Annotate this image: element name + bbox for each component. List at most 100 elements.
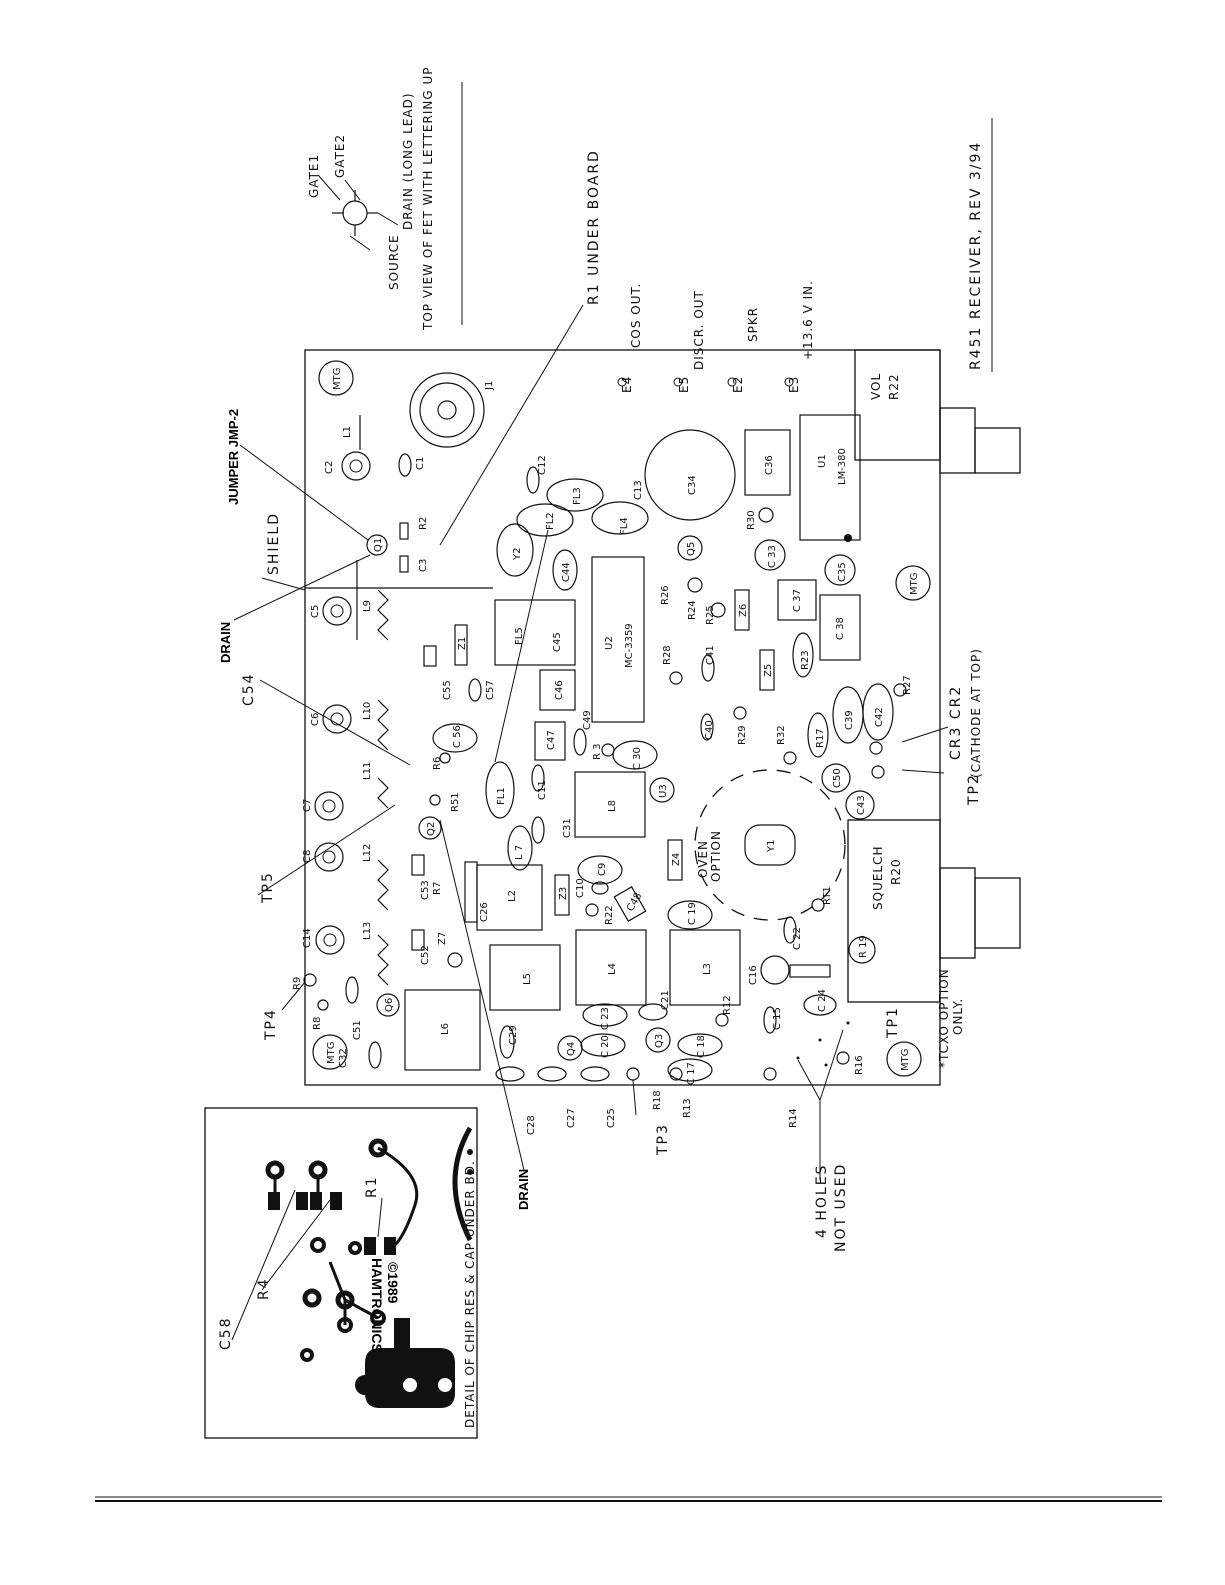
callout-tp1: TP1 xyxy=(885,1006,901,1039)
r7-label: R7 xyxy=(432,882,443,895)
detail-r4: R4 xyxy=(256,1277,272,1300)
c2-label: C2 xyxy=(324,461,335,474)
vol-label: VOL xyxy=(869,373,883,400)
c9-label: C9 xyxy=(597,863,608,876)
front-end-parts: C1 Q1 R2 C3 Z1 C55 C57 C 56 R6 R51 Q2 C5… xyxy=(292,453,496,1069)
fet-pin-gate1: GATE1 xyxy=(307,154,321,198)
q6-label: Q6 xyxy=(384,998,395,1012)
c34-label: C34 xyxy=(687,475,698,495)
terminal-labels: COS OUT. DISCR. OUT SPKR +13.6 V IN. E4 … xyxy=(617,280,815,393)
r16-label: R16 xyxy=(854,1055,865,1075)
r29-label: R29 xyxy=(737,725,748,745)
l13-label: L13 xyxy=(362,922,373,940)
c24-label: C 24 xyxy=(817,989,828,1012)
fet-pin-gate2: GATE2 xyxy=(333,134,347,178)
c23-label: C 23 xyxy=(600,1007,611,1030)
callout-jumper: JUMPER JMP-2 xyxy=(226,409,241,505)
l9-label: L9 xyxy=(362,600,373,612)
l6-label: L6 xyxy=(440,1023,451,1035)
option-label: OPTION xyxy=(709,830,723,882)
c35-label: C35 xyxy=(837,562,848,582)
fet-pinout: GATE1 GATE2 SOURCE DRAIN (LONG LEAD) TOP… xyxy=(307,67,463,331)
c40-label: C40 xyxy=(704,720,715,740)
diagram-title: R451 RECEIVER, REV 3/94 xyxy=(968,141,984,370)
callout-r1-under: R1 UNDER BOARD xyxy=(586,149,602,305)
zener-parts: Z3 Z4 Z5 Z6 xyxy=(554,589,775,916)
fl2-label: FL2 xyxy=(545,512,556,530)
r12-label: R12 xyxy=(722,995,733,1015)
c53-label: C53 xyxy=(420,880,431,900)
fet-note: TOP VIEW OF FET WITH LETTERING UP xyxy=(421,67,435,331)
c45-label: C45 xyxy=(552,632,563,652)
rt1-label: RT1 xyxy=(822,886,833,905)
squelch-control: SQUELCH R20 R 19 xyxy=(848,845,903,964)
terminal-pad-e3: E3 xyxy=(787,376,801,393)
callout-c54: C54 xyxy=(241,672,257,706)
q2-label: Q2 xyxy=(426,822,437,836)
fet-pin-drain: DRAIN (LONG LEAD) xyxy=(401,92,415,230)
c29-label: C29 xyxy=(508,1025,519,1045)
r17-label: R17 xyxy=(815,728,826,748)
c42-label: C42 xyxy=(874,707,885,727)
mounting-holes: MTG MTG MTG MTG xyxy=(312,360,931,1077)
mtg-label: MTG xyxy=(332,368,343,391)
r3-label: R 3 xyxy=(592,744,603,761)
c46-label: C46 xyxy=(554,680,565,700)
c37-label: C 37 xyxy=(792,589,803,612)
c41-label: C41 xyxy=(705,645,716,665)
c49-label: C49 xyxy=(582,710,593,730)
c5-label: C5 xyxy=(310,605,321,618)
z4-label: Z4 xyxy=(671,853,682,866)
detail-copyright: ©1989 xyxy=(385,1262,401,1304)
r18-label: R18 xyxy=(652,1090,663,1110)
callout-cr: CR3 CR2 xyxy=(948,685,964,760)
callout-tp4: TP4 xyxy=(263,1008,279,1041)
c22-label: C 22 xyxy=(792,927,803,950)
c17-label: C 17 xyxy=(686,1062,697,1085)
r24-label: R24 xyxy=(687,600,698,620)
z3-label: Z3 xyxy=(558,887,569,900)
r23-label: R23 xyxy=(800,650,811,670)
c55-label: C55 xyxy=(442,680,453,700)
r30-label: R30 xyxy=(746,510,757,530)
r6-label: R6 xyxy=(432,757,443,770)
callout-drain-top: DRAIN xyxy=(218,622,233,663)
c32-label: C32 xyxy=(338,1048,349,1068)
c56-label: C 56 xyxy=(452,725,463,748)
c15-label: C 15 xyxy=(772,1007,783,1030)
l5-label: L5 xyxy=(522,973,533,985)
r13-label: R13 xyxy=(682,1098,693,1118)
c30-label: C 30 xyxy=(632,747,643,770)
c8-label: C8 xyxy=(302,850,313,863)
q1-label: Q1 xyxy=(373,538,384,552)
mtg-label: MTG xyxy=(900,1049,911,1072)
r26-label: R26 xyxy=(660,585,671,605)
shielded-coils: L8 L2 L5 L4 L3 L6 C26 xyxy=(404,771,741,1071)
r2-label: R2 xyxy=(418,517,429,530)
callout-only: ONLY. xyxy=(951,998,965,1035)
c14-label: C14 xyxy=(302,928,313,948)
l8-label: L8 xyxy=(607,800,618,812)
c27-label: C27 xyxy=(566,1108,577,1128)
c1-label: C1 xyxy=(415,457,426,470)
r51-label: R51 xyxy=(450,792,461,812)
c31-label: C31 xyxy=(562,818,573,838)
y1-label: Y1 xyxy=(766,840,777,853)
y1-oven: Y1 xyxy=(694,769,846,921)
mid-parts: C46 C47 C49 C11 C31 L 7 R 3 C 30 U3 xyxy=(507,669,675,871)
mtg-label: MTG xyxy=(326,1042,337,1065)
r22-label: R22 xyxy=(887,373,901,400)
callout-labels: JUMPER JMP-2 SHIELD DRAIN C54 R1 UNDER B… xyxy=(218,149,983,1252)
terminal-pad-e2: E2 xyxy=(731,376,745,393)
c43-label: C43 xyxy=(856,795,867,815)
terminal-pad-e5: E5 xyxy=(677,376,691,393)
r28-label: R28 xyxy=(662,645,673,665)
callout-tcxo: *TCXO OPTION xyxy=(937,968,951,1068)
crystal-filters: FL3 FL2 FL4 FL1 FL5 C45 Y2 C44 C12 C13 xyxy=(485,455,649,819)
oven-label: OVEN xyxy=(696,840,710,878)
z5-label: Z5 xyxy=(763,664,774,677)
detail-inset: C58 R4 R1 ©1989 HAMTRONICS DETAIL OF CHI… xyxy=(204,1107,478,1439)
l2-label: L2 xyxy=(507,890,518,902)
q5-label: Q5 xyxy=(686,542,697,556)
detail-traces xyxy=(265,1126,473,1408)
